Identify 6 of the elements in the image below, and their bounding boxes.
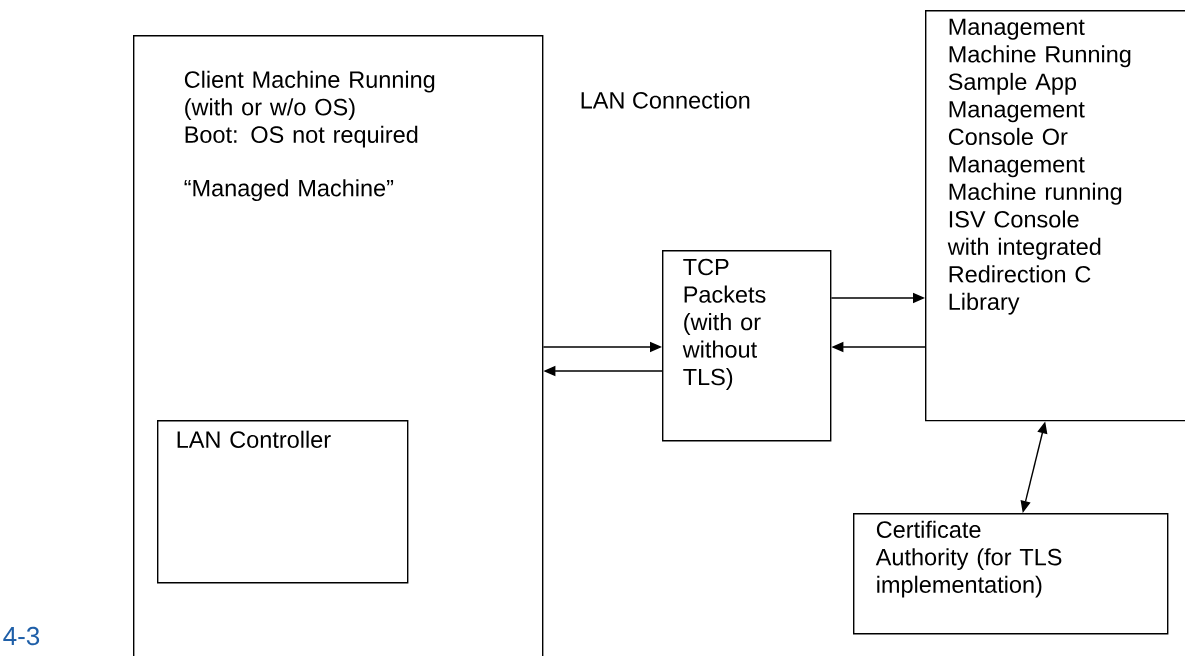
box: TCP Packets (with or without TLS): [662, 250, 832, 442]
box: Management Machine Running Sample App Management Console Or Management Machine running ISV Console with integrated Redirection C Library: [925, 10, 1185, 422]
figure-number: 4-3: [3, 626, 40, 646]
label-text: LAN Connection: [581, 91, 750, 109]
box: LAN Controller: [157, 420, 409, 584]
box: Certificate Authority (for TLS implementation): [853, 513, 1169, 635]
